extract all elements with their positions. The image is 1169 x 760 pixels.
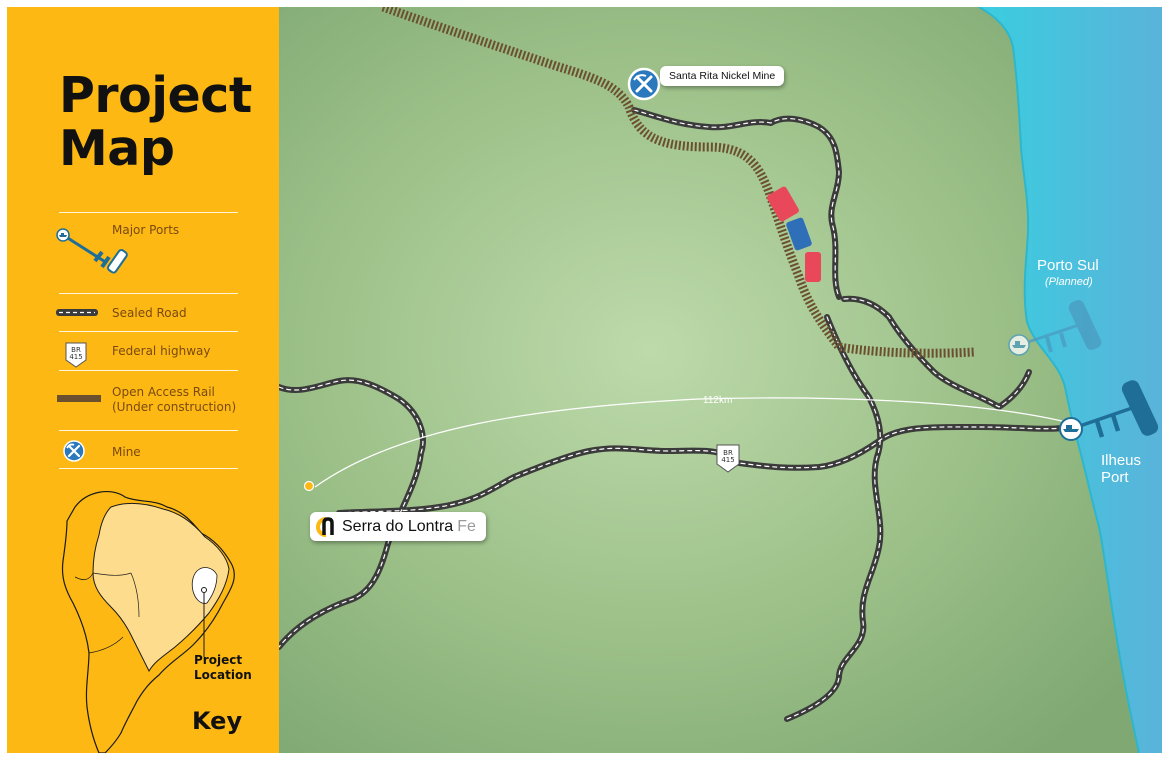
map-canvas: [279, 7, 1162, 753]
project-commodity: Fe: [457, 518, 476, 535]
porto-sul-label: Porto Sul (Planned): [1037, 257, 1099, 291]
project-location-line-1: Project: [194, 653, 243, 667]
south-america-inset-map: [61, 490, 235, 753]
train-illustration: [767, 186, 821, 282]
legend-divider: [59, 212, 238, 213]
legend-major-ports-label: Major Ports: [112, 223, 180, 237]
porto-sul-name: Porto Sul: [1037, 257, 1099, 274]
ilheus-port: [1059, 380, 1159, 441]
sealed-road-icon: [56, 309, 98, 316]
sea-area: [979, 7, 1162, 753]
legend-divider: [59, 293, 238, 294]
project-location-label: Project Location: [194, 653, 252, 683]
ilheus-port-label: Ilheus Port: [1101, 452, 1141, 486]
legend-divider: [59, 430, 238, 431]
porto-sul-port: [1008, 300, 1102, 356]
open-access-rail: [381, 7, 975, 358]
project-map-area: Santa Rita Nickel Mine Serra do Lontra F…: [279, 7, 1162, 753]
key-label: Key: [192, 707, 243, 735]
map-key-panel: Project Map Major Ports Sealed Road: [7, 7, 279, 753]
santa-rita-mine-label: Santa Rita Nickel Mine: [660, 66, 785, 86]
distance-label: 112km: [703, 395, 733, 406]
rail-icon: [57, 395, 101, 402]
legend-rail-line-2: (Under construction): [112, 400, 237, 414]
legend-rail-line-1: Open Access Rail: [112, 385, 215, 399]
porto-sul-status: (Planned): [1045, 276, 1093, 288]
port-icon: [56, 228, 128, 274]
legend-mine-label: Mine: [112, 445, 141, 459]
highway-shield-line2: 415: [69, 353, 83, 361]
project-location-dot: [303, 480, 315, 492]
mine-icon: [63, 440, 85, 462]
sealed-roads: [279, 107, 1072, 722]
bahia-state-shape: [191, 567, 218, 604]
company-logo-icon: [316, 516, 334, 537]
distance-arc: [314, 397, 1063, 488]
legend-sealed-road-label: Sealed Road: [112, 306, 187, 320]
page-title: Project Map: [59, 69, 252, 175]
title-line-1: Project: [59, 67, 252, 124]
land-area: [279, 7, 1162, 753]
project-name: Serra do Lontra: [342, 518, 454, 535]
highway-shield-icon: BR 415: [65, 342, 87, 368]
serra-do-lontra-label: Serra do Lontra Fe: [310, 512, 486, 541]
highway-marker-line2: 415: [721, 456, 735, 464]
legend-divider: [59, 370, 238, 371]
mine-marker: [627, 67, 661, 101]
legend-divider: [59, 468, 238, 469]
legend-divider: [59, 331, 238, 332]
highway-marker-line1: BR: [723, 449, 733, 457]
legend-rail-label: Open Access Rail (Under construction): [112, 385, 236, 415]
title-line-2: Map: [59, 120, 175, 177]
ilheus-port-line-2: Port: [1101, 469, 1129, 486]
project-map-frame: Project Map Major Ports Sealed Road: [7, 7, 1162, 753]
highway-shield-marker: BR 415: [716, 444, 740, 474]
highway-shield-line1: BR: [71, 346, 81, 354]
project-location-line-2: Location: [194, 668, 252, 682]
legend-federal-highway-label: Federal highway: [112, 344, 211, 358]
brazil-shape: [92, 502, 230, 673]
ilheus-port-line-1: Ilheus: [1101, 452, 1142, 469]
